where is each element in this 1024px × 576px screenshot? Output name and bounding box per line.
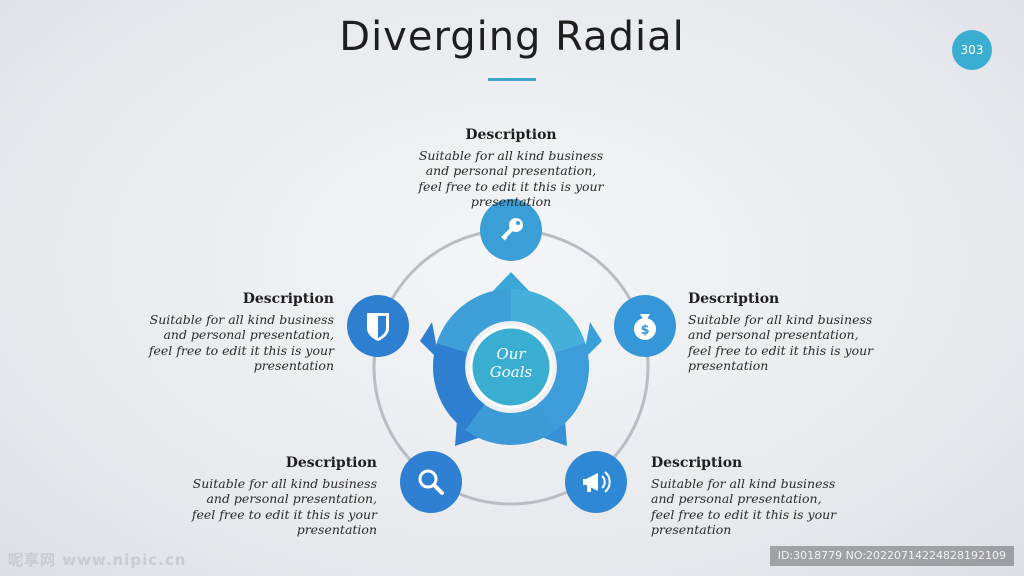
donut-ring bbox=[433, 289, 589, 445]
description-line: and personal presentation, bbox=[425, 163, 597, 178]
node-bottom-right bbox=[565, 451, 627, 513]
page-number-badge: 303 bbox=[952, 30, 992, 70]
title-underline bbox=[488, 78, 536, 81]
description-line: and personal presentation, bbox=[688, 327, 859, 342]
description-line: feel free to edit it this is your bbox=[651, 506, 837, 522]
description-line: Suitable for all kind business bbox=[688, 311, 873, 327]
node-left bbox=[347, 295, 409, 357]
key-icon bbox=[501, 218, 523, 241]
site-watermark: 昵享网 www.nipic.cn bbox=[8, 551, 187, 569]
description-line: and personal presentation, bbox=[206, 491, 377, 506]
center-label-line2: Goals bbox=[489, 363, 533, 381]
description-bottom-right: Description Suitable for all kind busine… bbox=[651, 455, 891, 538]
center-label: Our Goals bbox=[471, 323, 551, 403]
svg-text:$: $ bbox=[640, 323, 649, 338]
page-title: Diverging Radial bbox=[339, 14, 685, 60]
image-id-bar: ID:3018779 NO:20220714224828192109 bbox=[769, 546, 1014, 566]
megaphone-icon bbox=[583, 471, 611, 493]
description-heading: Description bbox=[285, 455, 377, 471]
description-line: feel free to edit it this is your bbox=[688, 342, 874, 358]
shield-icon bbox=[367, 313, 389, 341]
description-line: feel free to edit it this is your bbox=[418, 178, 604, 194]
description-line: Suitable for all kind business bbox=[651, 475, 836, 491]
description-line: Suitable for all kind business bbox=[192, 475, 377, 491]
description-line: Suitable for all kind business bbox=[418, 147, 604, 163]
description-line: presentation bbox=[296, 522, 377, 537]
description-right: Description Suitable for all kind busine… bbox=[688, 291, 928, 374]
description-heading: Description bbox=[651, 455, 743, 471]
description-line: feel free to edit it this is your bbox=[191, 506, 377, 522]
description-left: Description Suitable for all kind busine… bbox=[94, 291, 334, 374]
node-top bbox=[480, 199, 542, 261]
description-line: presentation bbox=[651, 522, 732, 537]
description-top: Description Suitable for all kind busine… bbox=[391, 127, 631, 210]
search-icon bbox=[418, 469, 444, 495]
node-right: $ bbox=[614, 295, 676, 357]
description-heading: Description bbox=[688, 291, 780, 307]
description-line: feel free to edit it this is your bbox=[148, 342, 334, 358]
description-heading: Description bbox=[465, 127, 557, 143]
node-bottom-left bbox=[400, 451, 462, 513]
center-label-line1: Our bbox=[496, 345, 526, 363]
description-bottom-left: Description Suitable for all kind busine… bbox=[137, 455, 377, 538]
description-line: and personal presentation, bbox=[651, 491, 822, 506]
description-line: presentation bbox=[470, 194, 552, 209]
description-line: presentation bbox=[253, 358, 334, 373]
description-line: Suitable for all kind business bbox=[149, 311, 334, 327]
center-disk bbox=[469, 325, 553, 409]
money-bag-icon: $ bbox=[634, 314, 656, 340]
description-heading: Description bbox=[242, 291, 334, 307]
description-line: presentation bbox=[688, 358, 769, 373]
description-line: and personal presentation, bbox=[163, 327, 334, 342]
